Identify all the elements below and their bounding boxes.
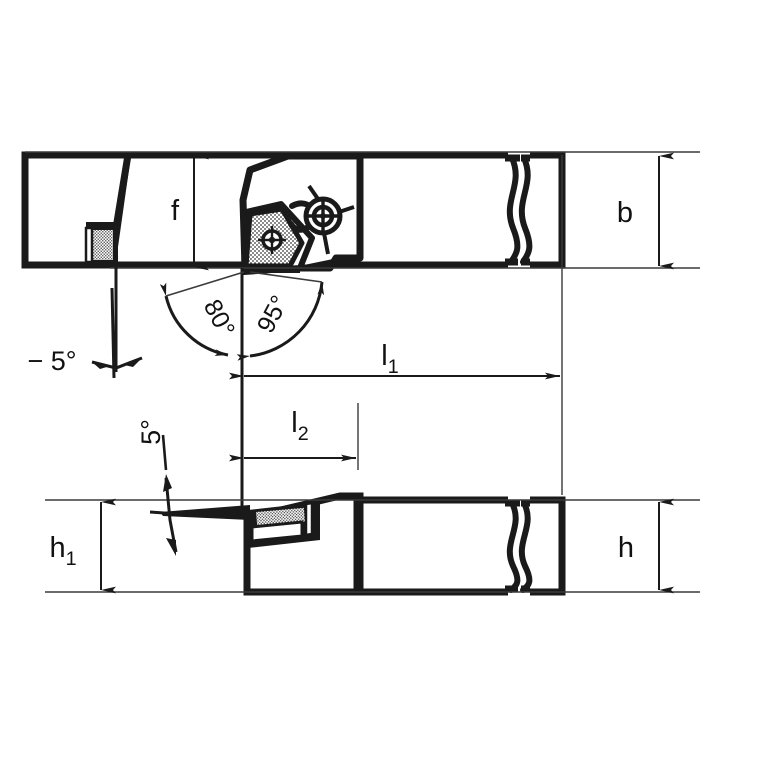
side-screw-thread <box>256 507 306 526</box>
side-view: 5° h1 h <box>45 419 700 597</box>
dimension-f-label: f <box>171 195 180 227</box>
angle-5-label: 5° <box>136 419 166 445</box>
side-screw-slot <box>250 520 304 543</box>
angle-minus-5-axis <box>110 287 116 379</box>
angle-5-arrow-top <box>163 474 172 492</box>
tool-head-top-view <box>21 151 364 275</box>
dimension-h1-symbol: h <box>49 532 65 564</box>
dimension-l2-label: l2 <box>291 407 308 445</box>
side-screw-head <box>304 501 314 537</box>
dimension-l1-symbol: l <box>381 340 387 372</box>
dimension-l2-subscript: 2 <box>298 423 309 445</box>
side-view-extension-lines <box>45 499 700 593</box>
angle-80-arc <box>159 282 229 357</box>
dimension-l1-label: l1 <box>381 340 398 378</box>
dimension-h1-label: h1 <box>49 532 76 570</box>
angle-95-arc <box>236 281 325 361</box>
dimension-h1: h1 <box>49 498 116 594</box>
head-lower-edge-b <box>301 258 337 271</box>
dimension-b-label: b <box>617 197 633 229</box>
end-screw-thread <box>93 230 113 260</box>
side-cutting-edge-taper <box>160 505 250 520</box>
angle-minus-5-arrow-right <box>124 358 142 367</box>
side-clamp-screw <box>248 501 320 548</box>
angle-5-group: 5° <box>136 419 207 556</box>
dimension-l1: l1 <box>229 340 560 380</box>
dimension-b: b <box>617 152 674 270</box>
clamp-screw-stem-down <box>322 232 330 255</box>
dimension-h-label: h <box>618 532 634 564</box>
angle-minus-5-arrow-left <box>92 362 110 369</box>
dimension-l2: l2 <box>229 407 356 462</box>
clamp-screw-stem-up <box>307 184 320 201</box>
clamp-screw <box>303 184 355 255</box>
end-screw-head <box>84 226 94 264</box>
dimension-f: f <box>171 152 209 271</box>
side-shank-main-segment <box>356 496 519 596</box>
clamp-screw-stem-right <box>338 205 355 214</box>
dimension-l2-symbol: l <box>291 407 297 439</box>
dimension-h: h <box>618 498 674 594</box>
break-line-right <box>518 155 533 265</box>
dimension-l1-subscript: 1 <box>388 356 399 378</box>
break-line-left <box>506 155 521 265</box>
angle-minus-5-label: − 5° <box>27 346 76 376</box>
angle-minus-5-group: − 5° <box>27 287 143 379</box>
angle-5-axis <box>149 510 207 518</box>
angle-5-arrow-bottom <box>166 538 176 556</box>
end-adjust-screw <box>84 222 118 266</box>
angle-80-leader <box>165 271 245 297</box>
angle-95-leader <box>249 271 323 283</box>
angle-5-leader <box>161 434 168 471</box>
top-view: f b 80° 95° − 5° <box>21 150 700 508</box>
dimension-h1-subscript: 1 <box>66 548 77 570</box>
